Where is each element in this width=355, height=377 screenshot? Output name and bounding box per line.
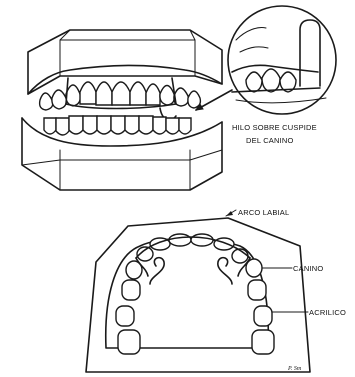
canine-detail-magnified [228,6,336,114]
artist-signature: P. Sm [287,366,302,372]
arco-labial-label: ARCO LABIAL [238,208,289,217]
occlusal-view-appliance [86,218,310,372]
dental-cast-front-view [22,30,232,190]
canino-label: CANINO [293,264,323,273]
wire-caption-line1: HILO SOBRE CUSPIDE [232,123,317,132]
wire-caption-line2: DEL CANINO [246,136,294,145]
arco-labial-arrow [226,211,233,216]
acrilico-label: ACRILICO [309,308,346,317]
